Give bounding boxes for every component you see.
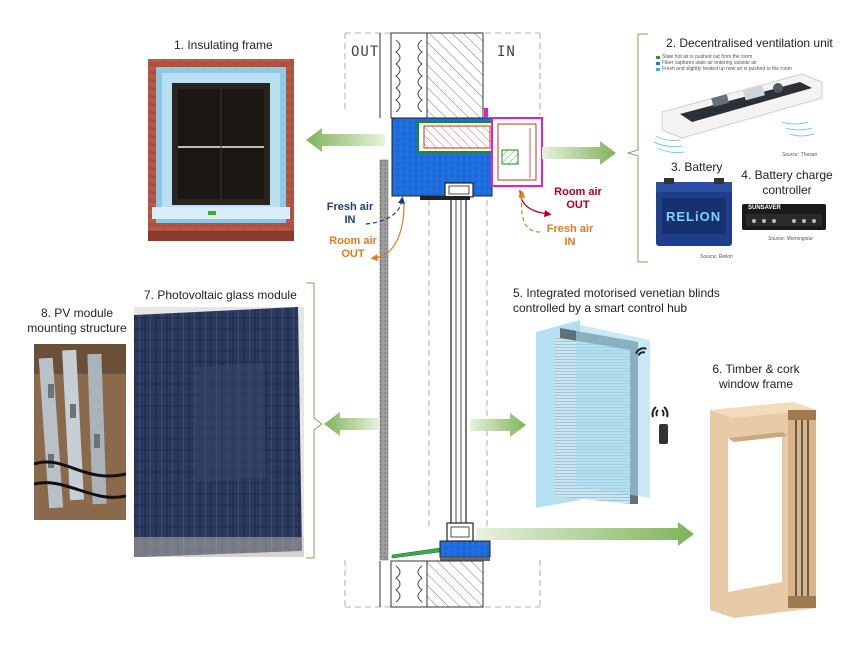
fresh-air-in-left-2: IN [344,214,356,226]
vent-legend-3: Fresh and slightly heated up new air is … [662,66,792,72]
room-air-out-right-1: Room air [554,186,602,198]
ventilation-unit-photo: Stale hot air is pushed out from the roo… [652,52,826,160]
label-timber-frame-1: 6. Timber & cork [712,362,800,376]
fresh-air-in-right-1: Fresh air [546,223,594,235]
label-battery-charge-controller-2: controller [762,183,812,197]
pv-mounting-structure-photo [34,344,126,520]
airflow-arrows [365,189,552,262]
remote-control-icon [659,424,668,444]
label-battery-charge-controller-1: 4. Battery charge [741,168,833,182]
battery-brand: RELiON [666,209,722,224]
wifi-icon [635,347,647,356]
group-brackets [306,33,648,559]
label-pv-mounting-2: mounting structure [27,321,127,335]
label-insulating-frame: 1. Insulating frame [174,38,273,52]
glazing-section [450,200,467,525]
insulating-frame-photo [148,59,294,241]
label-ventilation-unit: 2. Decentralised ventilation unit [666,36,833,50]
source-relion: Source: Relion [700,254,733,260]
label-timber-frame-2: window frame [718,377,794,391]
upper-wall-section [379,32,484,119]
battery-photo: RELiON [652,176,736,254]
room-air-out-left-1: Room air [329,235,377,247]
exterior-pv-strip [379,159,389,561]
venetian-blinds-illustration [526,318,656,508]
charge-controller-brand: SUNSAVER [748,205,781,211]
vent-legend-2: Fiber captures stale air entering outsid… [662,60,757,66]
section-dashed-lines [344,32,541,608]
room-air-out-right-2: OUT [566,199,590,211]
signal-icon [651,406,669,418]
label-venetian-blinds-1: 5. Integrated motorised venetian blinds [513,286,720,300]
pv-glass-module-photo [134,307,304,557]
lower-wall-section [379,560,484,608]
source-morningstar: Source: Morningstar [768,236,814,242]
sill-section [391,522,491,561]
pointer-arrows [306,128,694,546]
ventilation-unit-section [391,108,543,200]
battery-charge-controller-photo: SUNSAVER [740,200,828,234]
inside-label: IN [497,44,516,60]
label-pv-mounting-1: 8. PV module [40,306,114,320]
label-venetian-blinds-2: controlled by a smart control hub [513,301,688,315]
label-pv-glass-module: 7. Photovoltaic glass module [144,288,297,302]
outside-label: OUT [351,44,380,60]
room-air-out-left-2: OUT [341,248,365,260]
fresh-air-in-right-2: IN [564,236,576,248]
source-thesan: Source: Thesan [782,152,818,158]
vent-legend-1: Stale hot air is pushed out from the roo… [662,54,753,60]
fresh-air-in-left-1: Fresh air [326,201,374,213]
label-battery: 3. Battery [671,160,723,174]
timber-frame-illustration [704,398,822,620]
